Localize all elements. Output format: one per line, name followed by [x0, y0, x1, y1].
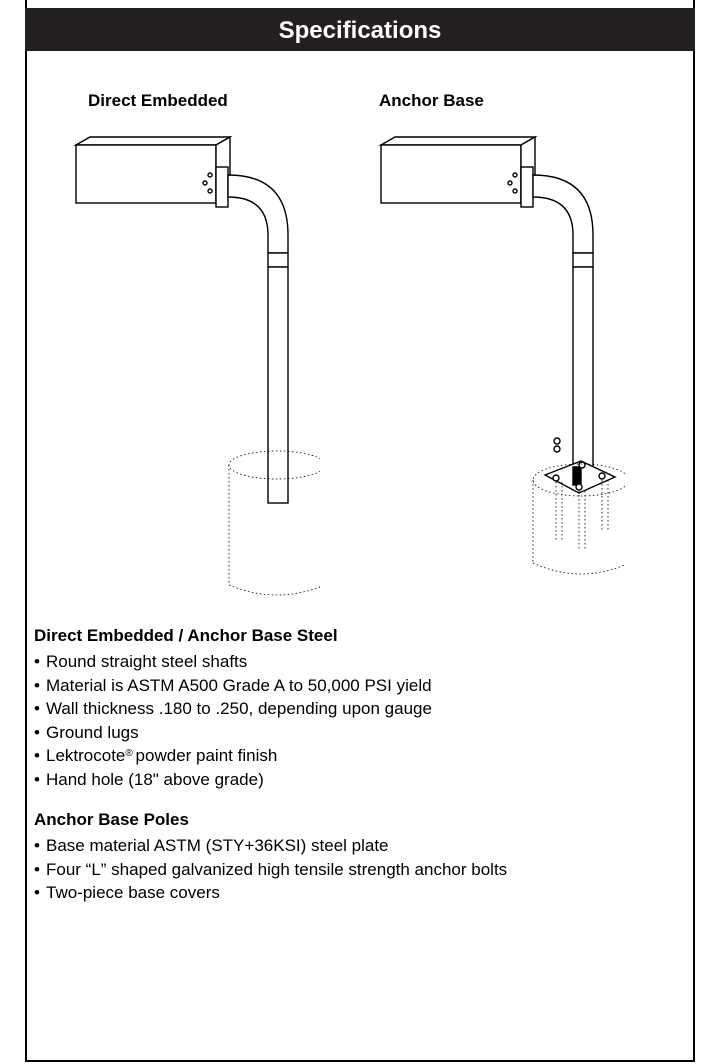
list-item: •Four “L” shaped galvanized high tensile…: [34, 859, 508, 879]
section-anchor-heading: Anchor Base Poles: [34, 810, 189, 829]
section-steel-list: •Round straight steel shafts •Material i…: [34, 650, 432, 791]
direct-embedded-label: Direct Embedded: [88, 91, 228, 110]
section-steel: Direct Embedded / Anchor Base Steel •Rou…: [34, 626, 432, 791]
luminaire-top: [73, 136, 233, 146]
luminaire-front: [75, 144, 217, 204]
list-item: •Wall thickness .180 to .250, depending …: [34, 699, 432, 718]
mounting-plate: [215, 166, 229, 208]
anchor-base-diagram: [378, 135, 625, 575]
anchor-nut-1: [552, 474, 560, 482]
list-item: •Hand hole (18" above grade): [34, 769, 264, 789]
bolt-1: [207, 172, 213, 178]
arm-coupling: [267, 252, 289, 268]
anchor-nut-3: [578, 461, 586, 469]
arm-coupling: [572, 252, 594, 268]
pole-arm: [227, 174, 289, 254]
list-item: •Round straight steel shafts: [34, 652, 248, 671]
bolt-2: [202, 180, 208, 186]
section-steel-heading: Direct Embedded / Anchor Base Steel: [34, 626, 338, 645]
luminaire-front: [380, 144, 522, 204]
bolt-3: [512, 188, 518, 194]
pole-arm: [532, 174, 594, 254]
pole-shaft: [572, 266, 594, 468]
list-item: •Lektrocote® powder paint finish: [34, 746, 278, 765]
registered-mark: ®: [125, 748, 136, 759]
concrete-foundation: [228, 450, 320, 596]
spare-nut-1: [553, 437, 561, 445]
list-item: •Ground lugs: [34, 722, 139, 742]
luminaire-top: [378, 136, 538, 146]
section-anchor-base: Anchor Base Poles •Base material ASTM (S…: [34, 810, 507, 905]
bolt-2: [507, 180, 513, 186]
list-item: •Two-piece base covers: [34, 883, 220, 902]
direct-embedded-diagram: [73, 135, 320, 596]
section-anchor-list: •Base material ASTM (STY+36KSI) steel pl…: [34, 834, 507, 905]
mounting-plate: [520, 166, 534, 208]
anchor-nut-2: [598, 472, 606, 480]
bolt-3: [207, 188, 213, 194]
spec-frame: [25, 0, 695, 1062]
bolt-1: [512, 172, 518, 178]
anchor-base-label: Anchor Base: [379, 91, 484, 110]
spare-nut-2: [553, 445, 561, 453]
pole-shaft: [267, 266, 289, 504]
page-title: Specifications: [25, 8, 695, 51]
shaft-base: [572, 466, 582, 486]
concrete-foundation: [532, 463, 625, 575]
list-item: •Material is ASTM A500 Grade A to 50,000…: [34, 675, 432, 695]
anchor-nut-4: [575, 483, 583, 491]
list-item: •Base material ASTM (STY+36KSI) steel pl…: [34, 836, 389, 855]
